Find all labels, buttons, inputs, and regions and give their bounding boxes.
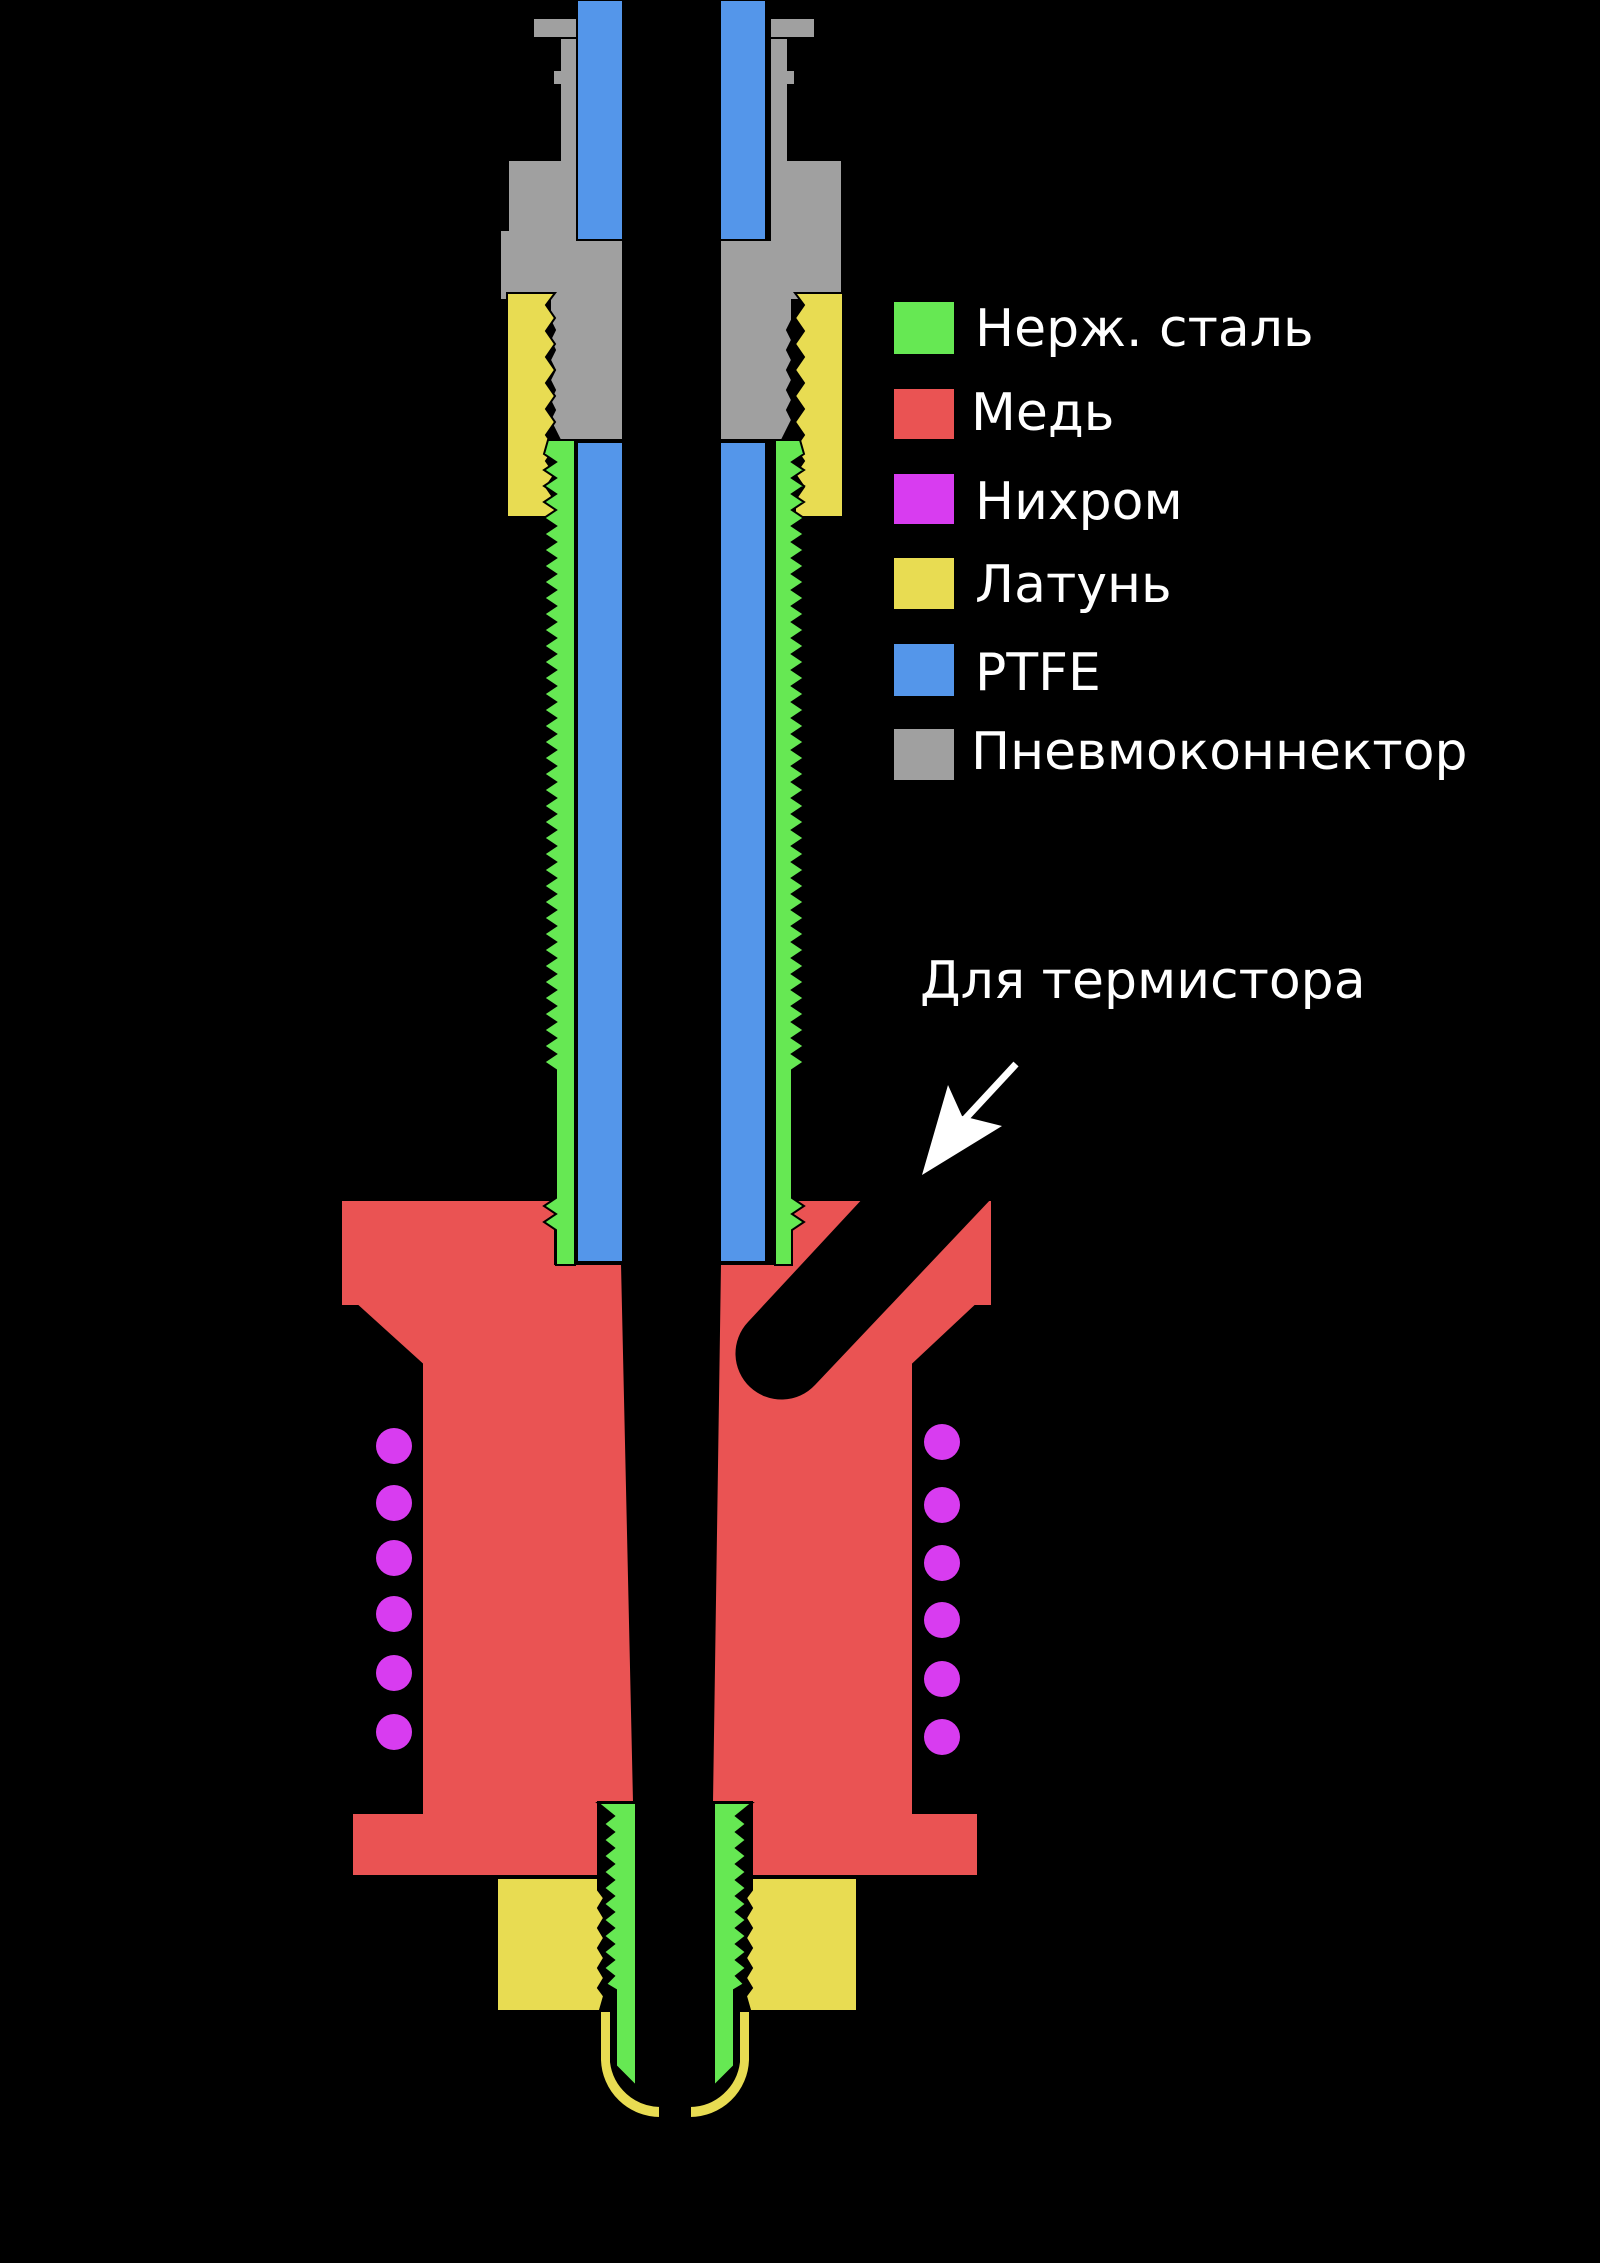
nichrome-wire-left-1 xyxy=(376,1428,412,1464)
nichrome-wire-left-6 xyxy=(376,1714,412,1750)
legend-label-steel: Нерж. сталь xyxy=(975,299,1314,359)
brass-coupling-nut xyxy=(506,292,844,518)
legend-swatch-connector xyxy=(894,729,954,780)
thermistor-callout-label: Для термистора xyxy=(920,951,1366,1011)
legend-item-nichrome: Нихром xyxy=(894,472,1183,532)
nichrome-wire-right-2 xyxy=(924,1487,960,1523)
legend-label-ptfe: PTFE xyxy=(975,643,1101,703)
nichrome-wire-right-5 xyxy=(924,1661,960,1697)
ptfe-liner xyxy=(576,0,767,1263)
nichrome-wire-left-4 xyxy=(376,1596,412,1632)
legend-swatch-ptfe xyxy=(894,644,954,696)
legend-item-brass: Латунь xyxy=(894,555,1172,615)
legend-label-copper: Медь xyxy=(971,383,1114,443)
legend-item-steel: Нерж. сталь xyxy=(894,299,1314,359)
nichrome-wire-left-5 xyxy=(376,1655,412,1691)
brass-nozzle xyxy=(496,1877,858,2120)
legend-label-nichrome: Нихром xyxy=(975,472,1183,532)
nichrome-wire-right-1 xyxy=(924,1424,960,1460)
arrow-icon xyxy=(922,1061,1019,1175)
legend-item-copper: Медь xyxy=(894,383,1114,443)
legend-swatch-copper xyxy=(894,389,954,439)
nichrome-wire-left-3 xyxy=(376,1540,412,1576)
nichrome-wire-right-3 xyxy=(924,1545,960,1581)
nichrome-heater-coil xyxy=(376,1424,960,1755)
heat-break-tube xyxy=(542,439,806,1266)
nichrome-wire-left-2 xyxy=(376,1485,412,1521)
pneumatic-connector xyxy=(499,17,843,441)
legend-label-brass: Латунь xyxy=(975,555,1172,615)
copper-heater-block xyxy=(340,1196,993,1877)
nichrome-wire-right-6 xyxy=(924,1719,960,1755)
legend-swatch-steel xyxy=(894,302,954,354)
nozzle-steel-insert xyxy=(595,1802,755,2089)
legend-label-connector: Пневмоконнектор xyxy=(971,722,1468,782)
thermistor-channel xyxy=(735,1196,992,1400)
thermistor-callout: Для термистора xyxy=(920,951,1366,1175)
legend-swatch-brass xyxy=(894,558,954,609)
legend-swatch-nichrome xyxy=(894,474,954,524)
nichrome-wire-right-4 xyxy=(924,1602,960,1638)
legend: Нерж. сталь Медь Нихром Латунь PTFE Пнев… xyxy=(894,299,1468,782)
legend-item-ptfe: PTFE xyxy=(894,643,1101,703)
legend-item-connector: Пневмоконнектор xyxy=(894,722,1468,782)
